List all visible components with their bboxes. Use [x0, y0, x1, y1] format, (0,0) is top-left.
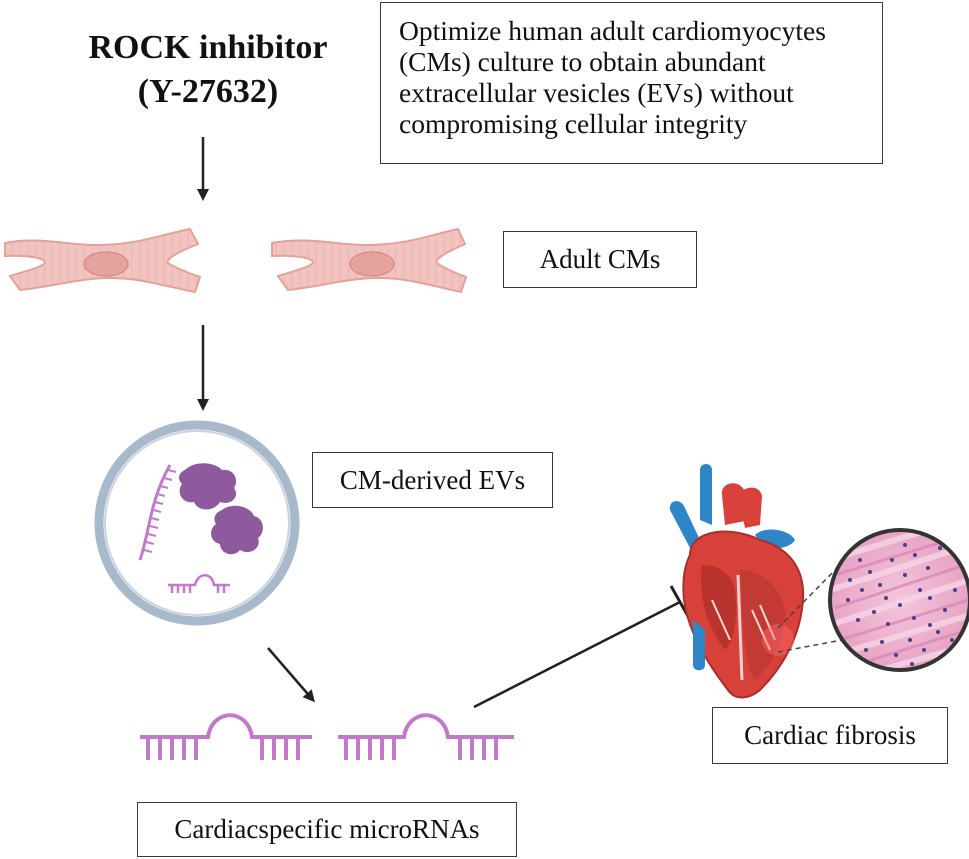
goal-line-3: extracellular vesicles (EVs) without: [399, 77, 794, 108]
inhibition-arrow: [473, 585, 691, 709]
goal-box: Optimize human adult cardiomyocytes (CMs…: [380, 2, 883, 164]
heading-compound: ROCK inhibitor (Y-27632): [68, 26, 348, 114]
adult-cms-label: Adult CMs: [503, 231, 697, 288]
extracellular-vesicle-icon: [94, 420, 300, 626]
heading-line-2: (Y-27632): [137, 73, 279, 110]
heart-icon: [669, 464, 805, 699]
cardiac-fibrosis-label: Cardiac fibrosis: [712, 707, 948, 764]
microrna-icon: [140, 713, 312, 760]
cardiomyocyte-icon: [4, 227, 202, 294]
cardiac-micrornas-label: Cardiacspecific microRNAs: [137, 802, 517, 857]
cm-derived-evs-label: CM-derived EVs: [312, 452, 553, 508]
zoom-lines: [777, 564, 843, 653]
fibrosis-tissue-icon: [828, 528, 969, 672]
heading-line-1: ROCK inhibitor: [88, 29, 328, 66]
cardiomyocyte-icon: [271, 227, 468, 294]
goal-line-4: compromising cellular integrity: [399, 108, 748, 139]
goal-line-2: (CMs) culture to obtain abundant: [399, 46, 766, 77]
goal-line-1: Optimize human adult cardiomyocytes: [399, 15, 826, 46]
microrna-icon: [338, 713, 514, 760]
arrow-evs-to-mirnas: [267, 647, 315, 703]
protein-icon: [178, 463, 263, 555]
rna-strand-icon: [138, 464, 177, 561]
microrna-icon: [168, 574, 230, 593]
